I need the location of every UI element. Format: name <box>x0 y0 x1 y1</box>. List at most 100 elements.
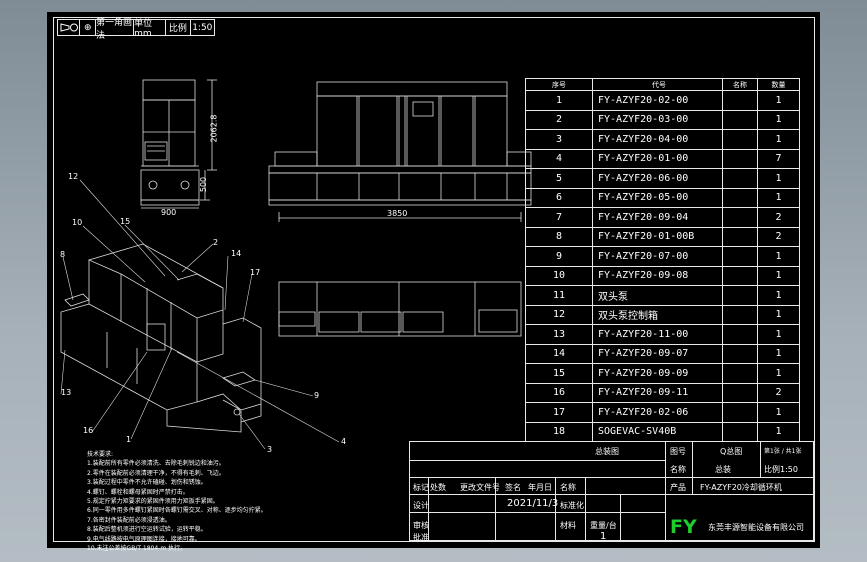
bom-cell-code: SOGEVAC-SV40B <box>592 421 723 442</box>
bom-cell-no: 1 <box>525 90 593 111</box>
bom-cell-no: 10 <box>525 265 593 286</box>
bom-cell-no: 14 <box>525 343 593 364</box>
balloon-label: 8 <box>60 250 66 259</box>
balloon-label: 4 <box>341 437 347 446</box>
isometric-view <box>60 243 262 433</box>
tb-name-value: 总装 <box>715 465 731 474</box>
bom-cell-qty: 1 <box>757 109 800 130</box>
bom-cell-code: FY-AZYF20-02-06 <box>592 402 723 423</box>
bom-cell-code: 双头泵 <box>592 285 723 306</box>
technical-notes: 技术要求:1.装配前所有零件必须清洗、去除毛刺锐边和油污。2.零件在装配前必须清… <box>87 450 267 553</box>
bom-cell-name <box>722 265 758 286</box>
bom-cell-name <box>722 304 758 325</box>
tb-name-caption: 名称 <box>670 465 686 474</box>
dim-front-length: 3850 <box>387 209 408 218</box>
tb-drawing-no: Q总图 <box>720 447 743 456</box>
note-line: 1.装配前所有零件必须清洗、去除毛刺锐边和油污。 <box>87 460 225 468</box>
tb-name-label: 名称 <box>560 483 576 492</box>
tag-symbol: ⊕ <box>80 20 97 35</box>
title-block: 总装图 图号 Q总图 第1张 / 共1张 标记 处数 更改文件号 签名 年月日 … <box>409 441 815 542</box>
balloon-label: 15 <box>120 217 131 226</box>
note-line: 4.螺钉、螺栓和螺母紧固时严禁打击。 <box>87 488 189 496</box>
projection-symbol-cell <box>58 20 81 35</box>
bom-cell-name <box>722 402 758 423</box>
tb-count: 处数 <box>430 483 446 492</box>
bom-cell-qty: 1 <box>757 187 800 208</box>
tb-product-label: 产品 <box>670 483 686 492</box>
note-line: 9.电气线路按电气原理图连接，接地可靠。 <box>87 535 201 543</box>
bom-cell-code: 双头泵控制箱 <box>592 304 723 325</box>
bom-cell-qty: 1 <box>757 285 800 306</box>
cad-drawing <box>60 79 532 450</box>
bom-cell-no: 17 <box>525 402 593 423</box>
balloon-label: 13 <box>61 388 72 397</box>
plan-view <box>278 281 522 337</box>
tb-weight-label: 重量/台 <box>590 521 617 530</box>
bom-cell-qty: 7 <box>757 148 800 169</box>
bom-cell-no: 8 <box>525 226 593 247</box>
tag-scale-value: 1:50 <box>192 22 213 33</box>
bom-cell-name <box>722 382 758 403</box>
bom-cell-code: FY-AZYF20-04-00 <box>592 129 723 150</box>
bom-cell-name <box>722 246 758 267</box>
bom-header-qty: 数量 <box>757 78 800 91</box>
bom-header-name: 名称 <box>722 78 758 91</box>
tb-date-label: 年月日 <box>528 483 552 492</box>
tb-qty-value: 1 <box>600 531 607 542</box>
projection-symbol-icon <box>60 23 78 32</box>
tb-change-doc: 更改文件号 <box>460 483 500 492</box>
note-line: 10.未注公差按GB/T 1804-m 执行。 <box>87 545 187 553</box>
bom-cell-name <box>722 168 758 189</box>
bom-cell-code: FY-AZYF20-09-07 <box>592 343 723 364</box>
balloon-label: 1 <box>126 435 132 444</box>
bom-cell-code: FY-AZYF20-01-00B <box>592 226 723 247</box>
tb-design-label: 设计 <box>413 501 429 510</box>
bom-cell-code: FY-AZYF20-05-00 <box>592 187 723 208</box>
bom-cell-no: 4 <box>525 148 593 169</box>
bom-cell-qty: 1 <box>757 324 800 345</box>
bom-cell-name <box>722 148 758 169</box>
bom-cell-no: 12 <box>525 304 593 325</box>
balloon-label: 10 <box>72 218 83 227</box>
bom-cell-no: 7 <box>525 207 593 228</box>
tb-company: 东莞丰源智能设备有限公司 <box>708 523 804 532</box>
bom-cell-qty: 1 <box>757 402 800 423</box>
bom-cell-no: 9 <box>525 246 593 267</box>
bom-cell-qty: 2 <box>757 226 800 247</box>
bom-cell-no: 6 <box>525 187 593 208</box>
bom-cell-name <box>722 207 758 228</box>
bom-header-no: 序号 <box>525 78 593 91</box>
note-line: 技术要求: <box>87 451 114 458</box>
leader-lines <box>60 179 340 450</box>
bom-cell-qty: 1 <box>757 265 800 286</box>
tb-scale: 比例1:50 <box>764 465 798 474</box>
tb-review-label: 审核 <box>413 521 429 530</box>
bom-header-row: 序号 代号 名称 数量 <box>525 78 800 91</box>
bom-cell-code: FY-AZYF20-06-00 <box>592 168 723 189</box>
balloon-label: 14 <box>231 249 242 258</box>
tb-sheet: 第1张 / 共1张 <box>764 448 802 455</box>
bom-cell-code: FY-AZYF20-03-00 <box>592 109 723 130</box>
bom-cell-name <box>722 129 758 150</box>
bom-cell-qty: 1 <box>757 129 800 150</box>
company-logo: FY <box>670 516 697 538</box>
balloon-label: 9 <box>314 391 320 400</box>
front-view <box>268 81 532 222</box>
balloon-label: 2 <box>213 238 219 247</box>
bom-cell-no: 13 <box>525 324 593 345</box>
balloon-label: 12 <box>68 172 79 181</box>
